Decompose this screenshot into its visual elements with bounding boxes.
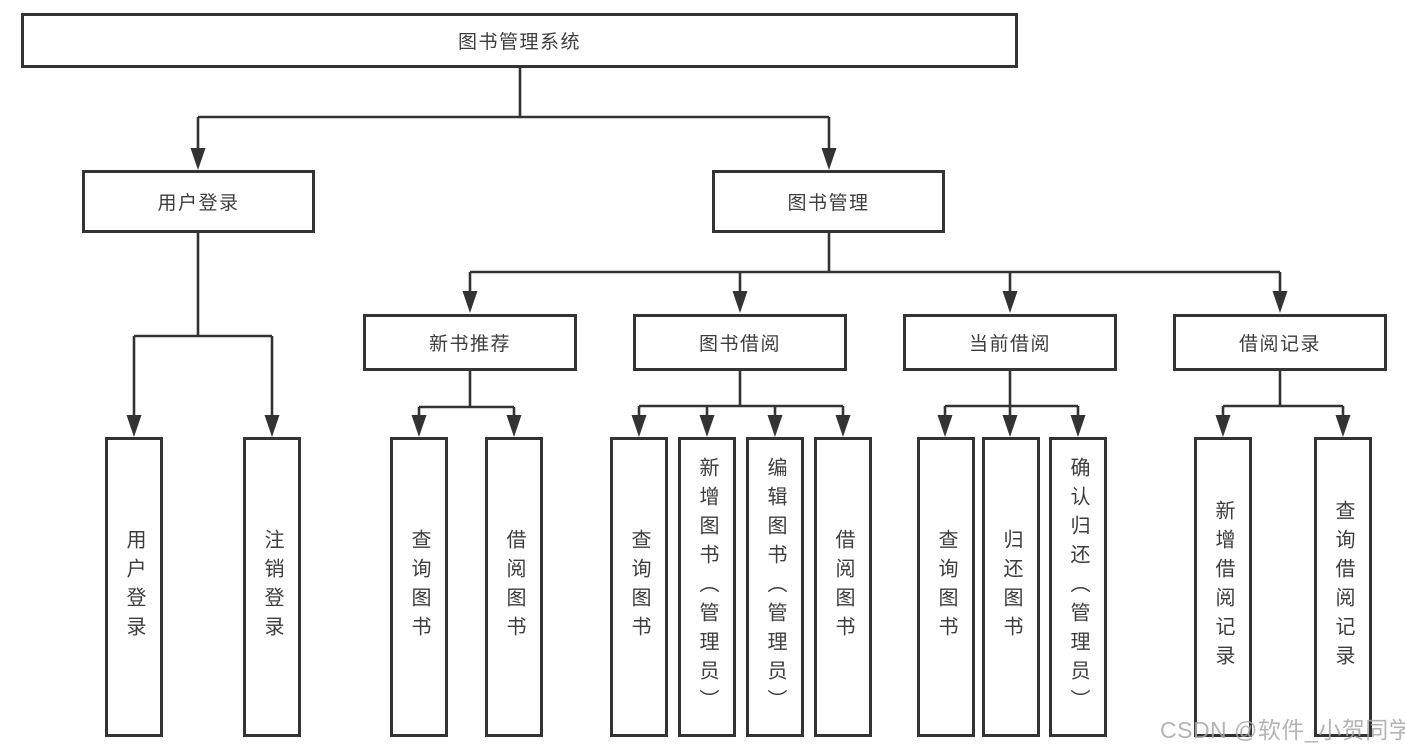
tree-leaf-edit-books-admin: 编辑图书（管理员） (746, 437, 804, 737)
tree-node-current-borrowing: 当前借阅 (903, 314, 1117, 371)
tree-leaf-label: 新增图书（管理员） (696, 456, 718, 718)
tree-node-label: 借阅记录 (1238, 334, 1321, 355)
tree-leaf-label: 借阅图书 (503, 529, 525, 645)
connector-current-to-leaves (937, 371, 1086, 437)
tree-leaf-label: 查询图书 (935, 529, 957, 645)
tree-node-label: 图书借阅 (698, 334, 781, 355)
tree-node-user-login: 用户登录 (82, 170, 315, 233)
tree-leaf-label: 用户登录 (123, 529, 145, 645)
tree-node-label: 图书管理系统 (457, 32, 581, 53)
tree-leaf-label: 编辑图书（管理员） (764, 456, 786, 718)
tree-leaf-query-borrow-record: 查询借阅记录 (1314, 437, 1372, 737)
tree-leaf-label: 确认归还（管理员） (1067, 456, 1089, 718)
connector-borrow-to-leaves (631, 371, 851, 437)
tree-leaf-query-books-current: 查询图书 (917, 437, 975, 737)
tree-leaf-return-books: 归还图书 (982, 437, 1040, 737)
connector-bookmgmt-to-level3 (462, 233, 1288, 313)
tree-node-label: 用户登录 (157, 193, 240, 214)
tree-leaf-label: 注销登录 (261, 529, 283, 645)
tree-leaf-borrow-books-borrow: 借阅图书 (814, 437, 872, 737)
tree-leaf-add-borrow-record: 新增借阅记录 (1194, 437, 1252, 737)
csdn-watermark: CSDN @软件_小贺同学 (1160, 717, 1405, 743)
tree-leaf-user-login: 用户登录 (105, 437, 163, 737)
tree-leaf-label: 归还图书 (1000, 529, 1022, 645)
tree-leaf-add-books-admin: 新增图书（管理员） (678, 437, 736, 737)
tree-leaf-label: 查询图书 (408, 529, 430, 645)
tree-node-root-library-system: 图书管理系统 (21, 13, 1018, 68)
tree-leaf-query-books-borrow: 查询图书 (610, 437, 668, 737)
tree-node-label: 当前借阅 (968, 334, 1051, 355)
tree-leaf-query-books-recommend: 查询图书 (390, 437, 448, 737)
tree-leaf-confirm-return-admin: 确认归还（管理员） (1049, 437, 1107, 737)
tree-leaf-label: 借阅图书 (832, 529, 854, 645)
tree-node-book-management: 图书管理 (712, 170, 945, 233)
connector-root-to-level2 (190, 68, 837, 170)
tree-leaf-borrow-books-recommend: 借阅图书 (485, 437, 543, 737)
tree-leaf-label: 查询图书 (628, 529, 650, 645)
connector-userlogin-to-leaves (126, 233, 280, 437)
connector-records-to-leaves (1215, 371, 1351, 437)
tree-node-label: 图书管理 (787, 193, 870, 214)
tree-node-label: 新书推荐 (428, 334, 511, 355)
tree-leaf-label: 新增借阅记录 (1212, 500, 1234, 674)
tree-leaf-label: 查询借阅记录 (1332, 500, 1354, 674)
tree-node-book-borrowing: 图书借阅 (633, 314, 847, 371)
tree-leaf-logout: 注销登录 (243, 437, 301, 737)
tree-node-borrowing-records: 借阅记录 (1173, 314, 1387, 371)
connector-recommend-to-leaves (411, 371, 522, 437)
tree-node-new-book-recommend: 新书推荐 (363, 314, 577, 371)
